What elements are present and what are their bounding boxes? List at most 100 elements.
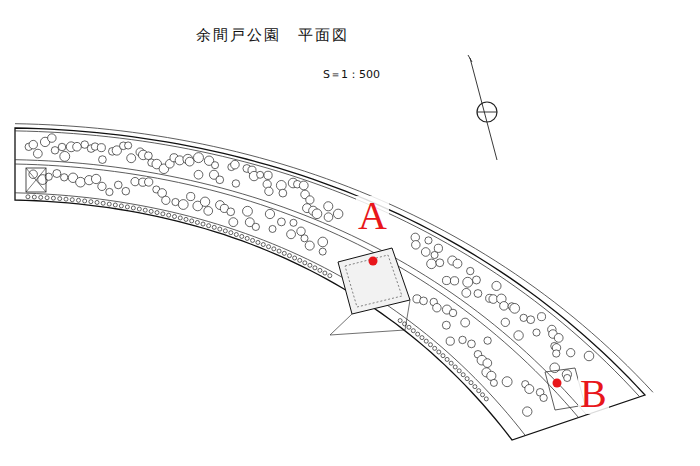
tree-symbol: [211, 162, 218, 169]
tree-symbol: [299, 181, 308, 190]
tree-symbol: [245, 236, 249, 240]
road-line: [15, 124, 653, 393]
tree-symbol: [125, 142, 132, 149]
tree-symbol: [318, 237, 328, 247]
tree-symbol: [450, 277, 458, 285]
tree-symbol: [525, 385, 534, 394]
tree-symbol: [265, 209, 274, 218]
plaza: [338, 248, 410, 314]
tree-symbol: [416, 332, 420, 336]
scale-note: S＝1：500: [323, 69, 380, 80]
tree-symbol: [261, 243, 265, 247]
tree-symbol: [98, 182, 106, 190]
tree-symbol: [431, 251, 438, 258]
tree-symbol: [420, 336, 424, 340]
tree-symbol: [172, 215, 176, 219]
tree-symbol: [540, 394, 547, 401]
tree-symbol: [301, 235, 308, 242]
tree-symbol: [252, 223, 259, 230]
tree-symbol: [412, 241, 421, 250]
tree-symbol: [257, 171, 264, 178]
tree-symbol: [492, 281, 501, 290]
tree-symbol: [167, 213, 171, 217]
point-label: A: [356, 196, 389, 236]
tree-symbol: [487, 371, 496, 380]
tree-symbol: [194, 170, 203, 179]
tree-symbol: [91, 174, 100, 183]
tree-symbol: [184, 217, 188, 221]
tree-symbol: [425, 237, 432, 244]
plaza-inner: [345, 255, 402, 307]
tree-symbol: [279, 189, 287, 197]
tree-symbol: [114, 181, 122, 189]
tree-symbol: [276, 180, 286, 190]
tree-symbol: [161, 212, 165, 216]
tree-symbol: [218, 227, 222, 231]
tree-symbol: [567, 349, 575, 357]
tree-symbol: [73, 142, 82, 151]
tree-symbol: [131, 177, 139, 185]
tree-symbol: [411, 329, 415, 333]
tree-symbol: [200, 197, 209, 206]
tree-symbol: [231, 160, 240, 169]
tree-symbol: [490, 379, 497, 386]
tree-symbol: [333, 209, 342, 218]
tree-symbol: [453, 365, 457, 369]
tree-symbol: [272, 247, 276, 251]
tree-symbol: [463, 277, 473, 287]
tree-symbol: [212, 225, 216, 229]
point-label: B: [578, 374, 609, 414]
tree-symbol: [484, 397, 488, 401]
tree-symbol: [474, 290, 482, 298]
tree-symbol: [305, 241, 314, 250]
park-boundary: [15, 128, 645, 440]
tree-symbol: [472, 276, 480, 284]
tree-symbol: [501, 318, 509, 326]
path-line: [15, 193, 525, 436]
point-marker: [553, 379, 562, 388]
tree-symbol: [421, 248, 430, 257]
tree-symbol: [324, 213, 333, 222]
tree-symbol: [125, 205, 129, 209]
tree-symbol: [287, 254, 291, 258]
tree-symbol: [101, 201, 105, 205]
tree-symbol: [483, 359, 492, 368]
tree-symbol: [58, 197, 62, 201]
path-line: [15, 164, 579, 418]
tree-symbol: [398, 319, 402, 323]
tree-symbol: [328, 274, 332, 278]
tree-symbol: [143, 208, 147, 212]
entrance-cross: [26, 168, 46, 192]
entrance-box: [26, 168, 46, 192]
tree-symbol: [48, 134, 56, 142]
tree-symbol: [53, 170, 61, 178]
tree-symbol: [32, 195, 36, 199]
tree-symbol: [481, 393, 485, 397]
tree-symbol: [477, 389, 481, 393]
tree-symbol: [264, 171, 272, 179]
tree-symbol: [119, 204, 123, 208]
tree-symbol: [441, 354, 445, 358]
tree-symbol: [97, 144, 105, 152]
tree-symbol: [323, 271, 327, 275]
tree-symbol: [461, 373, 465, 377]
tree-symbol: [533, 329, 540, 336]
tree-symbol: [240, 234, 244, 238]
tree-symbol: [465, 377, 469, 381]
tree-symbol: [462, 288, 471, 297]
tree-symbol: [442, 321, 450, 329]
tree-symbol: [267, 245, 271, 249]
tree-symbol: [318, 268, 322, 272]
tree-symbol: [76, 198, 80, 202]
tree-symbol: [251, 238, 255, 242]
tree-symbol: [500, 302, 509, 311]
tree-symbol: [484, 337, 491, 344]
tree-symbol: [449, 309, 456, 316]
tree-symbol: [277, 249, 281, 253]
tree-symbol: [303, 261, 307, 265]
compass: [477, 102, 497, 122]
tree-symbol: [204, 207, 213, 216]
tree-symbol: [293, 256, 297, 260]
tree-symbol: [437, 350, 441, 354]
tree-symbol: [584, 351, 594, 361]
